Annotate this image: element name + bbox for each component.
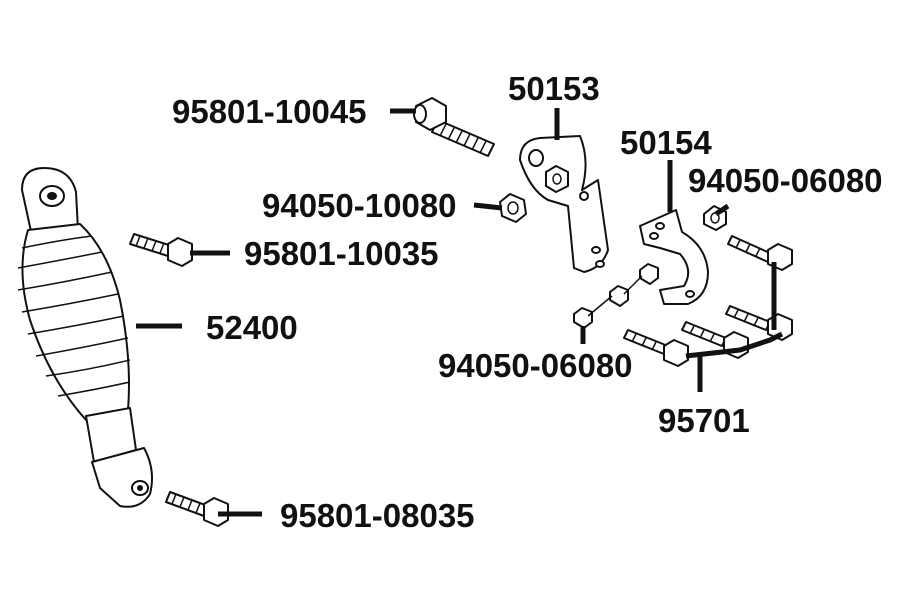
nuts-94050-06080-lower [573, 263, 659, 329]
bracket-50154 [639, 209, 709, 305]
label-95801-08035: 95801-08035 [280, 497, 475, 534]
bolt-95801-10035 [129, 233, 193, 267]
label-94050-06080-upper: 94050-06080 [688, 162, 883, 199]
bolt-95801-10045 [413, 97, 495, 157]
label-95701: 95701 [658, 402, 750, 439]
bolt-95801-08035 [165, 491, 229, 527]
label-94050-10080: 94050-10080 [262, 187, 457, 224]
label-50153: 50153 [508, 70, 600, 107]
label-52400: 52400 [206, 309, 298, 346]
shock-absorber [17, 167, 153, 508]
label-95801-10035: 95801-10035 [244, 235, 439, 272]
nut-94050-10080 [499, 193, 527, 223]
label-94050-06080-lower: 94050-06080 [438, 347, 633, 384]
label-95801-10045: 95801-10045 [172, 93, 367, 130]
bolt-set-95701 [623, 235, 793, 367]
leader-lines [136, 108, 784, 517]
label-50154: 50154 [620, 124, 712, 161]
bracket-50153 [519, 135, 609, 273]
